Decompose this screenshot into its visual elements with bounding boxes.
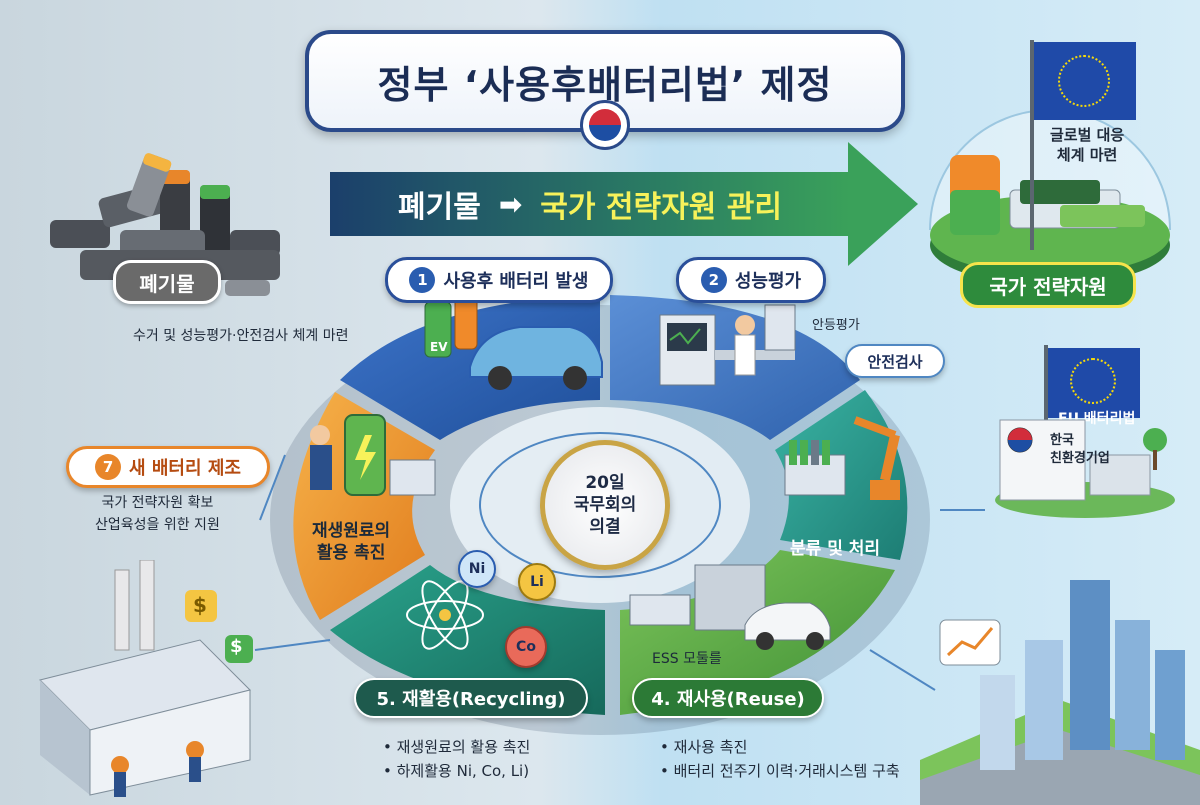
step-4-note-1: 재사용 촉진 [660, 735, 900, 759]
banner-arrow: 폐기물 ➡ 국가 전략자원 관리 [330, 172, 850, 236]
step-5-note-2: 하제활용 Ni, Co, Li) [383, 759, 530, 783]
korean-company-building [995, 419, 1175, 518]
ess-container-icon [629, 564, 831, 650]
sorting-label: 분류 및 처리 [790, 539, 881, 559]
lab-technician-icon [659, 304, 796, 386]
ess-module-label: ESS 모둘를 [652, 651, 722, 667]
step-2-pill: 2 성능평가 [676, 257, 826, 303]
step-1-pill: 1 사용후 배터리 발생 [385, 257, 613, 303]
company-label: 한국 친환경기업 [1050, 432, 1110, 468]
eval-note-a: 안등평가 [812, 318, 860, 333]
renewable-label-1: 재생원료의 [312, 521, 391, 541]
step-4-note-2: 배터리 전주기 이력·거래시스템 구축 [660, 759, 900, 783]
badge-line1: 20일 [585, 473, 625, 493]
eu-flag-icon-2 [1048, 348, 1140, 418]
safety-check-tag: 안전검사 [845, 344, 945, 378]
dollar-icon: $ [193, 593, 207, 617]
step-4-pill: 4. 재사용(Reuse) [632, 678, 824, 718]
factory-icon [39, 560, 253, 797]
step-2-label: 성능평가 [734, 271, 802, 292]
page-title: 정부 ‘사용후배터리법’ 제정 [377, 62, 833, 107]
waste-tag: 폐기물 [113, 260, 221, 304]
robot-arm-icon [784, 416, 900, 500]
step-7-number: 7 [95, 454, 122, 480]
step-7-notes: 국가 전략자원 확보 산업육성을 위한 지원 [95, 492, 220, 536]
banner-to: 국가 전략자원 관리 [540, 190, 782, 225]
ev-label: EV [430, 340, 448, 354]
banner-arrow-head [848, 142, 918, 266]
step-7-note-2: 산업육성을 위한 지원 [95, 517, 220, 533]
company-label-2: 친환경기업 [1050, 451, 1110, 466]
element-ni: Ni [458, 550, 496, 588]
flag-pole [1030, 40, 1034, 250]
step-4-notes: 재사용 촉진 배터리 전주기 이력·거래시스템 구축 [660, 735, 900, 783]
korea-emblem-icon [580, 100, 630, 150]
global-note-line2: 체계 마련 [1056, 146, 1118, 164]
company-label-1: 한국 [1050, 433, 1074, 448]
step-7-label: 새 배터리 제조 [129, 458, 241, 479]
banner-from: 폐기물 [398, 190, 481, 225]
badge-line2: 국무회의 [573, 495, 637, 515]
global-note-line1: 글로벌 대응 [1050, 126, 1125, 144]
renewable-label-2: 활용 촉진 [316, 543, 386, 563]
ev-car-icon [424, 296, 603, 390]
waste-note: 수거 및 성능평가·안전검사 체계 마련 [133, 328, 349, 344]
step-5-note-1: 재생원료의 활용 촉진 [383, 735, 531, 759]
global-note: 글로벌 대응 체계 마련 [1050, 125, 1124, 165]
banner-arrow-icon: ➡ [498, 187, 523, 221]
strategic-tag: 국가 전략자원 [960, 262, 1136, 308]
badge-line3: 의결 [589, 517, 621, 537]
eu-flag-icon [1032, 42, 1136, 120]
city-icon [920, 580, 1200, 805]
step-7-pill: 7 새 배터리 제조 [66, 446, 270, 488]
new-battery-icon [310, 414, 436, 496]
step-2-number: 2 [700, 267, 727, 293]
flag-pole-2 [1044, 345, 1048, 465]
atom-icon [406, 580, 484, 650]
step-1-label: 사용후 배터리 발생 [443, 271, 589, 292]
step-5-notes: 재생원료의 활용 촉진 하제활용 Ni, Co, Li) [383, 735, 531, 783]
step-7-note-1: 국가 전략자원 확보 [101, 495, 214, 511]
cabinet-approval-badge: 20일 국무회의 의결 [540, 440, 670, 570]
dollar-icon-2: $ [230, 636, 243, 657]
step-1-number: 1 [409, 267, 436, 293]
element-li: Li [518, 563, 556, 601]
step-5-pill: 5. 재활용(Recycling) [354, 678, 588, 718]
element-co: Co [505, 626, 547, 668]
renewable-label: 재생원료의 활용 촉진 [312, 520, 390, 564]
